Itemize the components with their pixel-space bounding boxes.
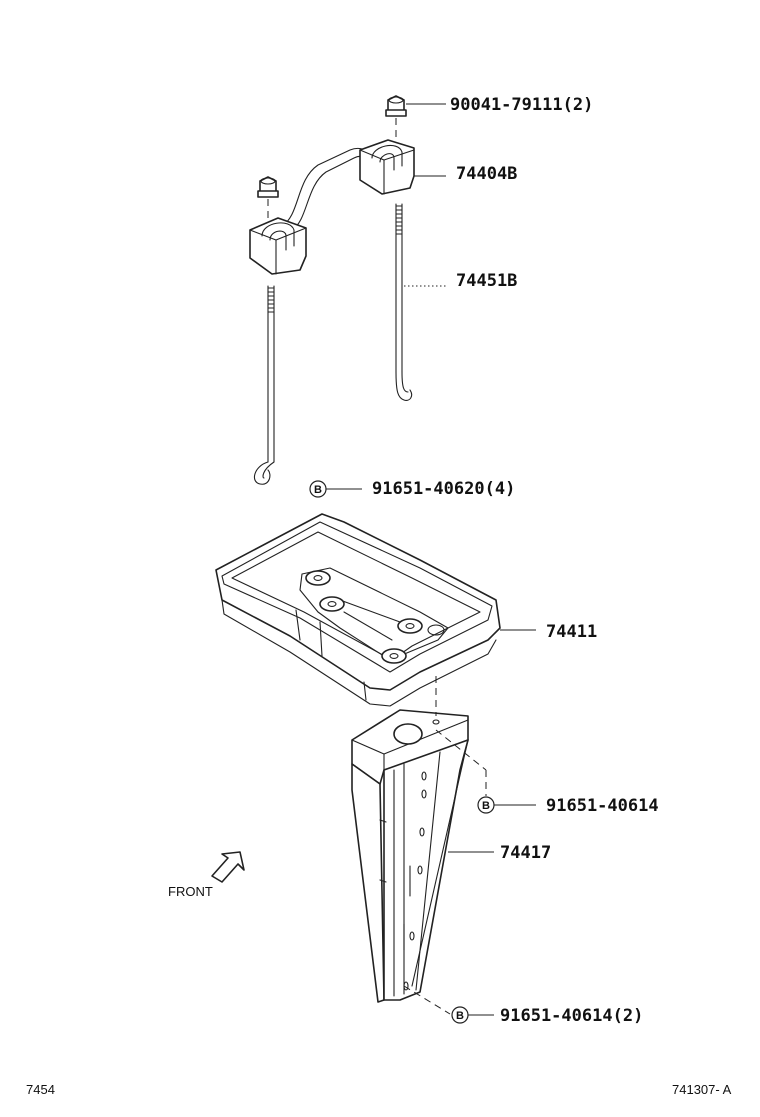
footer-illustration-code: 741307- A [672,1082,732,1097]
nut-left [257,176,279,198]
marker-b-91651-40614: B [477,796,495,814]
clamp-74404B [249,139,415,275]
front-label: FRONT [168,884,213,899]
callout-91651-40620: 91651-40620(4) [372,479,515,499]
support-bracket-74417 [351,709,469,1003]
callout-74451B: 74451B [456,271,517,291]
marker-b-91651-40620: B [309,480,327,498]
battery-tray-74411 [215,513,501,707]
callout-91651-40614: 91651-40614 [546,796,659,816]
marker-b-91651-40614-2: B [451,1006,469,1024]
svg-text:B: B [482,800,490,812]
svg-text:B: B [456,1010,464,1022]
callout-74411: 74411 [546,622,597,642]
footer-page-code: 7454 [26,1082,55,1097]
front-arrow-icon [211,851,245,883]
nut-90041 [385,95,407,117]
callout-74404B: 74404B [456,164,517,184]
callout-91651-40614-2: 91651-40614(2) [500,1006,643,1026]
rod-right-74451B [395,203,413,401]
svg-text:B: B [314,484,322,496]
callout-74417: 74417 [500,843,551,863]
callout-90041-79111: 90041-79111(2) [450,95,593,115]
rod-left-74451B [253,285,275,485]
